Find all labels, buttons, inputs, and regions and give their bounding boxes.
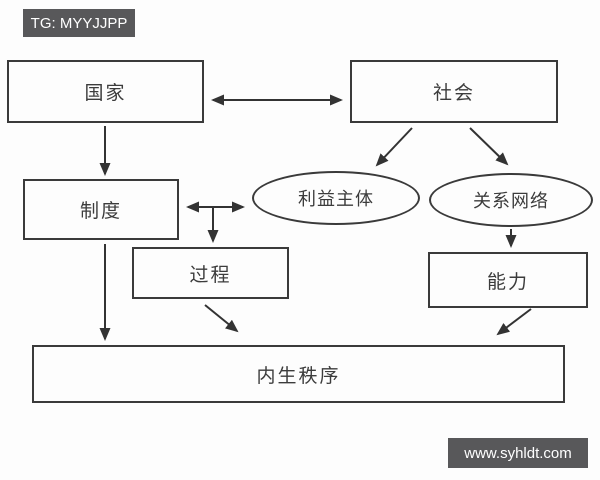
node-capability: 能力 [428,252,588,308]
edge-society-interest-subject [375,127,413,167]
node-society: 社会 [350,60,558,123]
node-state: 国家 [7,60,204,123]
edge-capability-endogenous-order [496,308,532,336]
node-relation-network: 关系网络 [429,173,593,227]
edge-society-relation-network [469,127,509,166]
website-watermark: www.syhldt.com [448,438,588,468]
node-interest-subject: 利益主体 [252,171,420,225]
node-institution: 制度 [23,179,179,240]
telegram-watermark: TG: MYYJJPP [23,9,135,37]
edge-process-endogenous-order [204,304,239,333]
node-process: 过程 [132,247,289,299]
node-endogenous-order: 内生秩序 [32,345,565,403]
